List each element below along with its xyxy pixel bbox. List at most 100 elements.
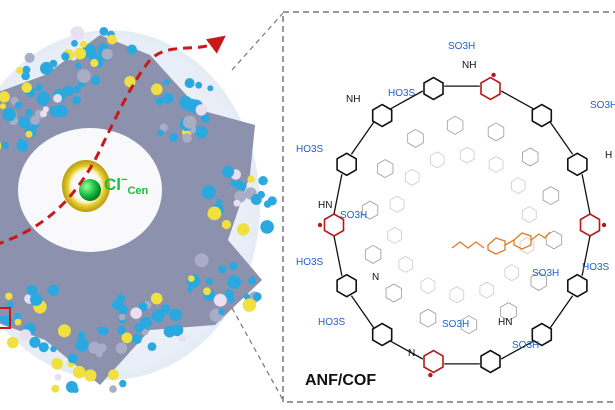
faint-ring bbox=[387, 226, 403, 244]
faint-ring bbox=[446, 115, 464, 135]
framework-atom bbox=[26, 284, 38, 296]
framework-atom bbox=[72, 386, 79, 393]
group-labels: SO3HHO3SNHHNSO3HHO3SSO3HHO3SHO3SSO3HNHHN… bbox=[296, 41, 615, 359]
framework-atom bbox=[141, 328, 149, 336]
framework-atom bbox=[21, 82, 32, 93]
chloride-ball bbox=[79, 179, 101, 201]
framework-atom bbox=[50, 345, 57, 353]
framework-atom bbox=[40, 61, 53, 75]
framework-atom bbox=[70, 26, 85, 40]
group-label: HN bbox=[318, 200, 332, 211]
framework-atom bbox=[108, 369, 119, 381]
framework-atom bbox=[260, 220, 274, 234]
framework-atom bbox=[194, 125, 208, 139]
faint-ring bbox=[530, 271, 547, 291]
framework-atom bbox=[195, 104, 207, 116]
framework-atom bbox=[54, 373, 62, 381]
stacked-layers bbox=[361, 115, 563, 335]
keto-ring bbox=[323, 213, 345, 237]
central-ion: Cl−Cen bbox=[62, 160, 148, 212]
framework-atom bbox=[263, 200, 272, 208]
framework-atom bbox=[16, 139, 29, 152]
faint-ring bbox=[419, 308, 437, 328]
framework-atom bbox=[182, 133, 192, 143]
zoom-line-top bbox=[231, 12, 284, 71]
faint-ring bbox=[404, 168, 420, 186]
group-label: N bbox=[408, 348, 415, 359]
framework-atom bbox=[75, 338, 89, 352]
faint-ring bbox=[398, 255, 414, 273]
framework-atom bbox=[62, 85, 74, 97]
framework-atom bbox=[39, 90, 48, 99]
faint-ring bbox=[479, 281, 495, 299]
framework-atom bbox=[73, 85, 81, 93]
framework-atom bbox=[22, 65, 31, 74]
framework-atom bbox=[242, 298, 257, 312]
framework-atom bbox=[233, 199, 241, 207]
group-label: SO3H bbox=[340, 210, 367, 221]
framework-atom bbox=[6, 301, 14, 309]
framework-atom bbox=[201, 185, 216, 200]
phenyl-ring bbox=[480, 349, 501, 374]
framework-atom bbox=[121, 332, 133, 344]
phenyl-ring bbox=[531, 322, 553, 347]
faint-ring bbox=[407, 128, 424, 148]
framework-atom bbox=[51, 384, 60, 393]
framework-atom bbox=[18, 116, 31, 129]
framework-atom bbox=[157, 129, 164, 137]
framework-atom bbox=[155, 97, 164, 106]
framework-atom bbox=[48, 284, 59, 296]
framework-atom bbox=[258, 176, 268, 186]
framework-atom bbox=[207, 206, 222, 221]
ring-bond bbox=[500, 340, 534, 360]
framework-atom bbox=[169, 308, 182, 322]
framework-atom bbox=[169, 133, 179, 142]
keto-oxygen bbox=[317, 222, 323, 228]
framework-atom bbox=[221, 219, 231, 230]
phenyl-ring bbox=[423, 76, 444, 101]
framework-atom bbox=[124, 76, 136, 88]
group-label: HO3S bbox=[388, 88, 416, 99]
framework-atom bbox=[160, 304, 171, 315]
framework-atom bbox=[38, 342, 49, 353]
framework-atom bbox=[57, 324, 71, 338]
framework-atom bbox=[194, 253, 209, 268]
framework-atom bbox=[238, 182, 247, 191]
ring-bond bbox=[549, 122, 574, 155]
ring-bond bbox=[500, 90, 534, 110]
framework-atom bbox=[257, 190, 266, 199]
ring-bond bbox=[390, 340, 424, 360]
group-label: HO3S bbox=[318, 317, 346, 328]
framework-atom bbox=[207, 85, 214, 92]
framework-atom bbox=[119, 379, 127, 388]
caption: ANF/COF bbox=[305, 372, 376, 389]
framework-atom bbox=[188, 275, 195, 282]
framework-atom bbox=[203, 287, 211, 296]
framework-atom bbox=[218, 308, 225, 316]
framework-atom bbox=[99, 27, 109, 36]
keto-ring bbox=[423, 349, 444, 374]
framework-atom bbox=[88, 341, 101, 354]
faint-ring bbox=[361, 200, 379, 220]
framework-atom bbox=[151, 309, 165, 323]
framework-atom bbox=[252, 292, 262, 301]
framework-atom bbox=[82, 44, 97, 58]
framework-atom bbox=[42, 106, 49, 113]
framework-atom bbox=[150, 292, 163, 305]
framework-atom bbox=[134, 323, 144, 333]
framework-atom bbox=[130, 307, 142, 320]
ring-bond bbox=[581, 235, 591, 276]
faint-ring bbox=[500, 302, 517, 322]
phenyl-ring bbox=[336, 152, 358, 177]
framework-atom bbox=[21, 71, 30, 81]
framework-atom bbox=[49, 105, 61, 117]
framework-atom bbox=[115, 342, 128, 354]
faint-ring bbox=[459, 146, 475, 164]
phenyl-ring bbox=[371, 103, 393, 128]
faint-ring bbox=[487, 122, 505, 142]
framework-atom bbox=[163, 325, 176, 338]
framework-atom bbox=[67, 353, 78, 364]
framework-atom bbox=[51, 358, 63, 370]
framework-atom bbox=[230, 180, 237, 187]
